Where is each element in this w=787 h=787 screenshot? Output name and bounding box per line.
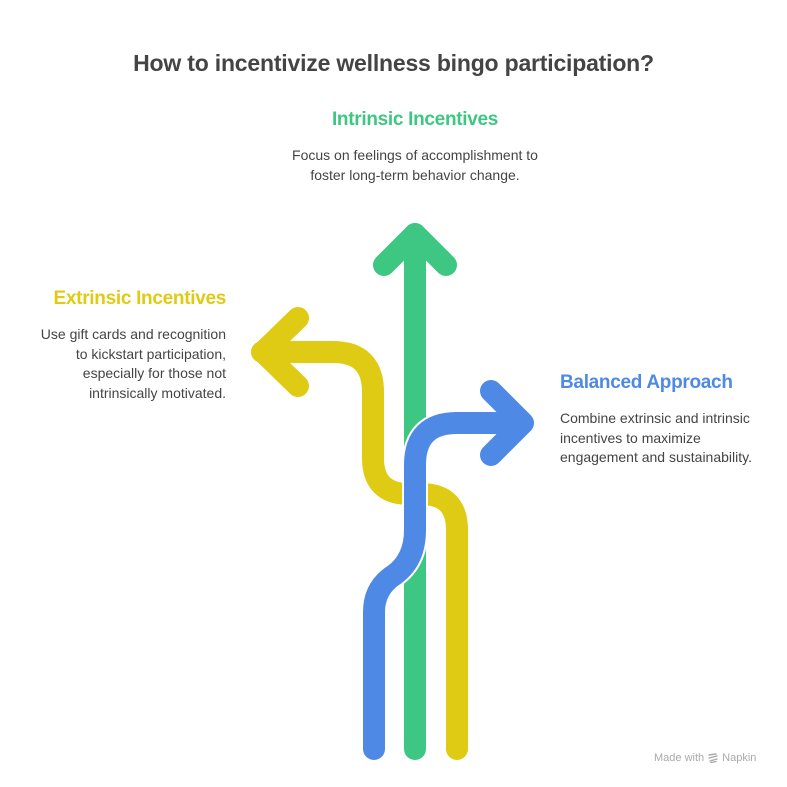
extrinsic-heading: Extrinsic Incentives xyxy=(53,288,227,309)
footer-attribution: Made with Napkin xyxy=(654,752,756,764)
napkin-brand: Napkin xyxy=(722,752,757,764)
intrinsic-heading: Intrinsic Incentives xyxy=(331,109,499,130)
balanced-arrow xyxy=(361,380,534,760)
intrinsic-description: Focus on feelings of accomplishment to f… xyxy=(292,147,538,183)
napkin-logo-icon xyxy=(708,753,718,763)
made-with-label: Made with xyxy=(654,752,705,764)
balanced-heading: Balanced Approach xyxy=(560,372,733,393)
balanced-description: Combine extrinsic and intrinsic incentiv… xyxy=(560,410,752,465)
diagram-title: How to incentivize wellness bingo partic… xyxy=(133,50,654,76)
extrinsic-arrow xyxy=(251,307,468,760)
extrinsic-description: Use gift cards and recognition to kickst… xyxy=(40,326,226,401)
